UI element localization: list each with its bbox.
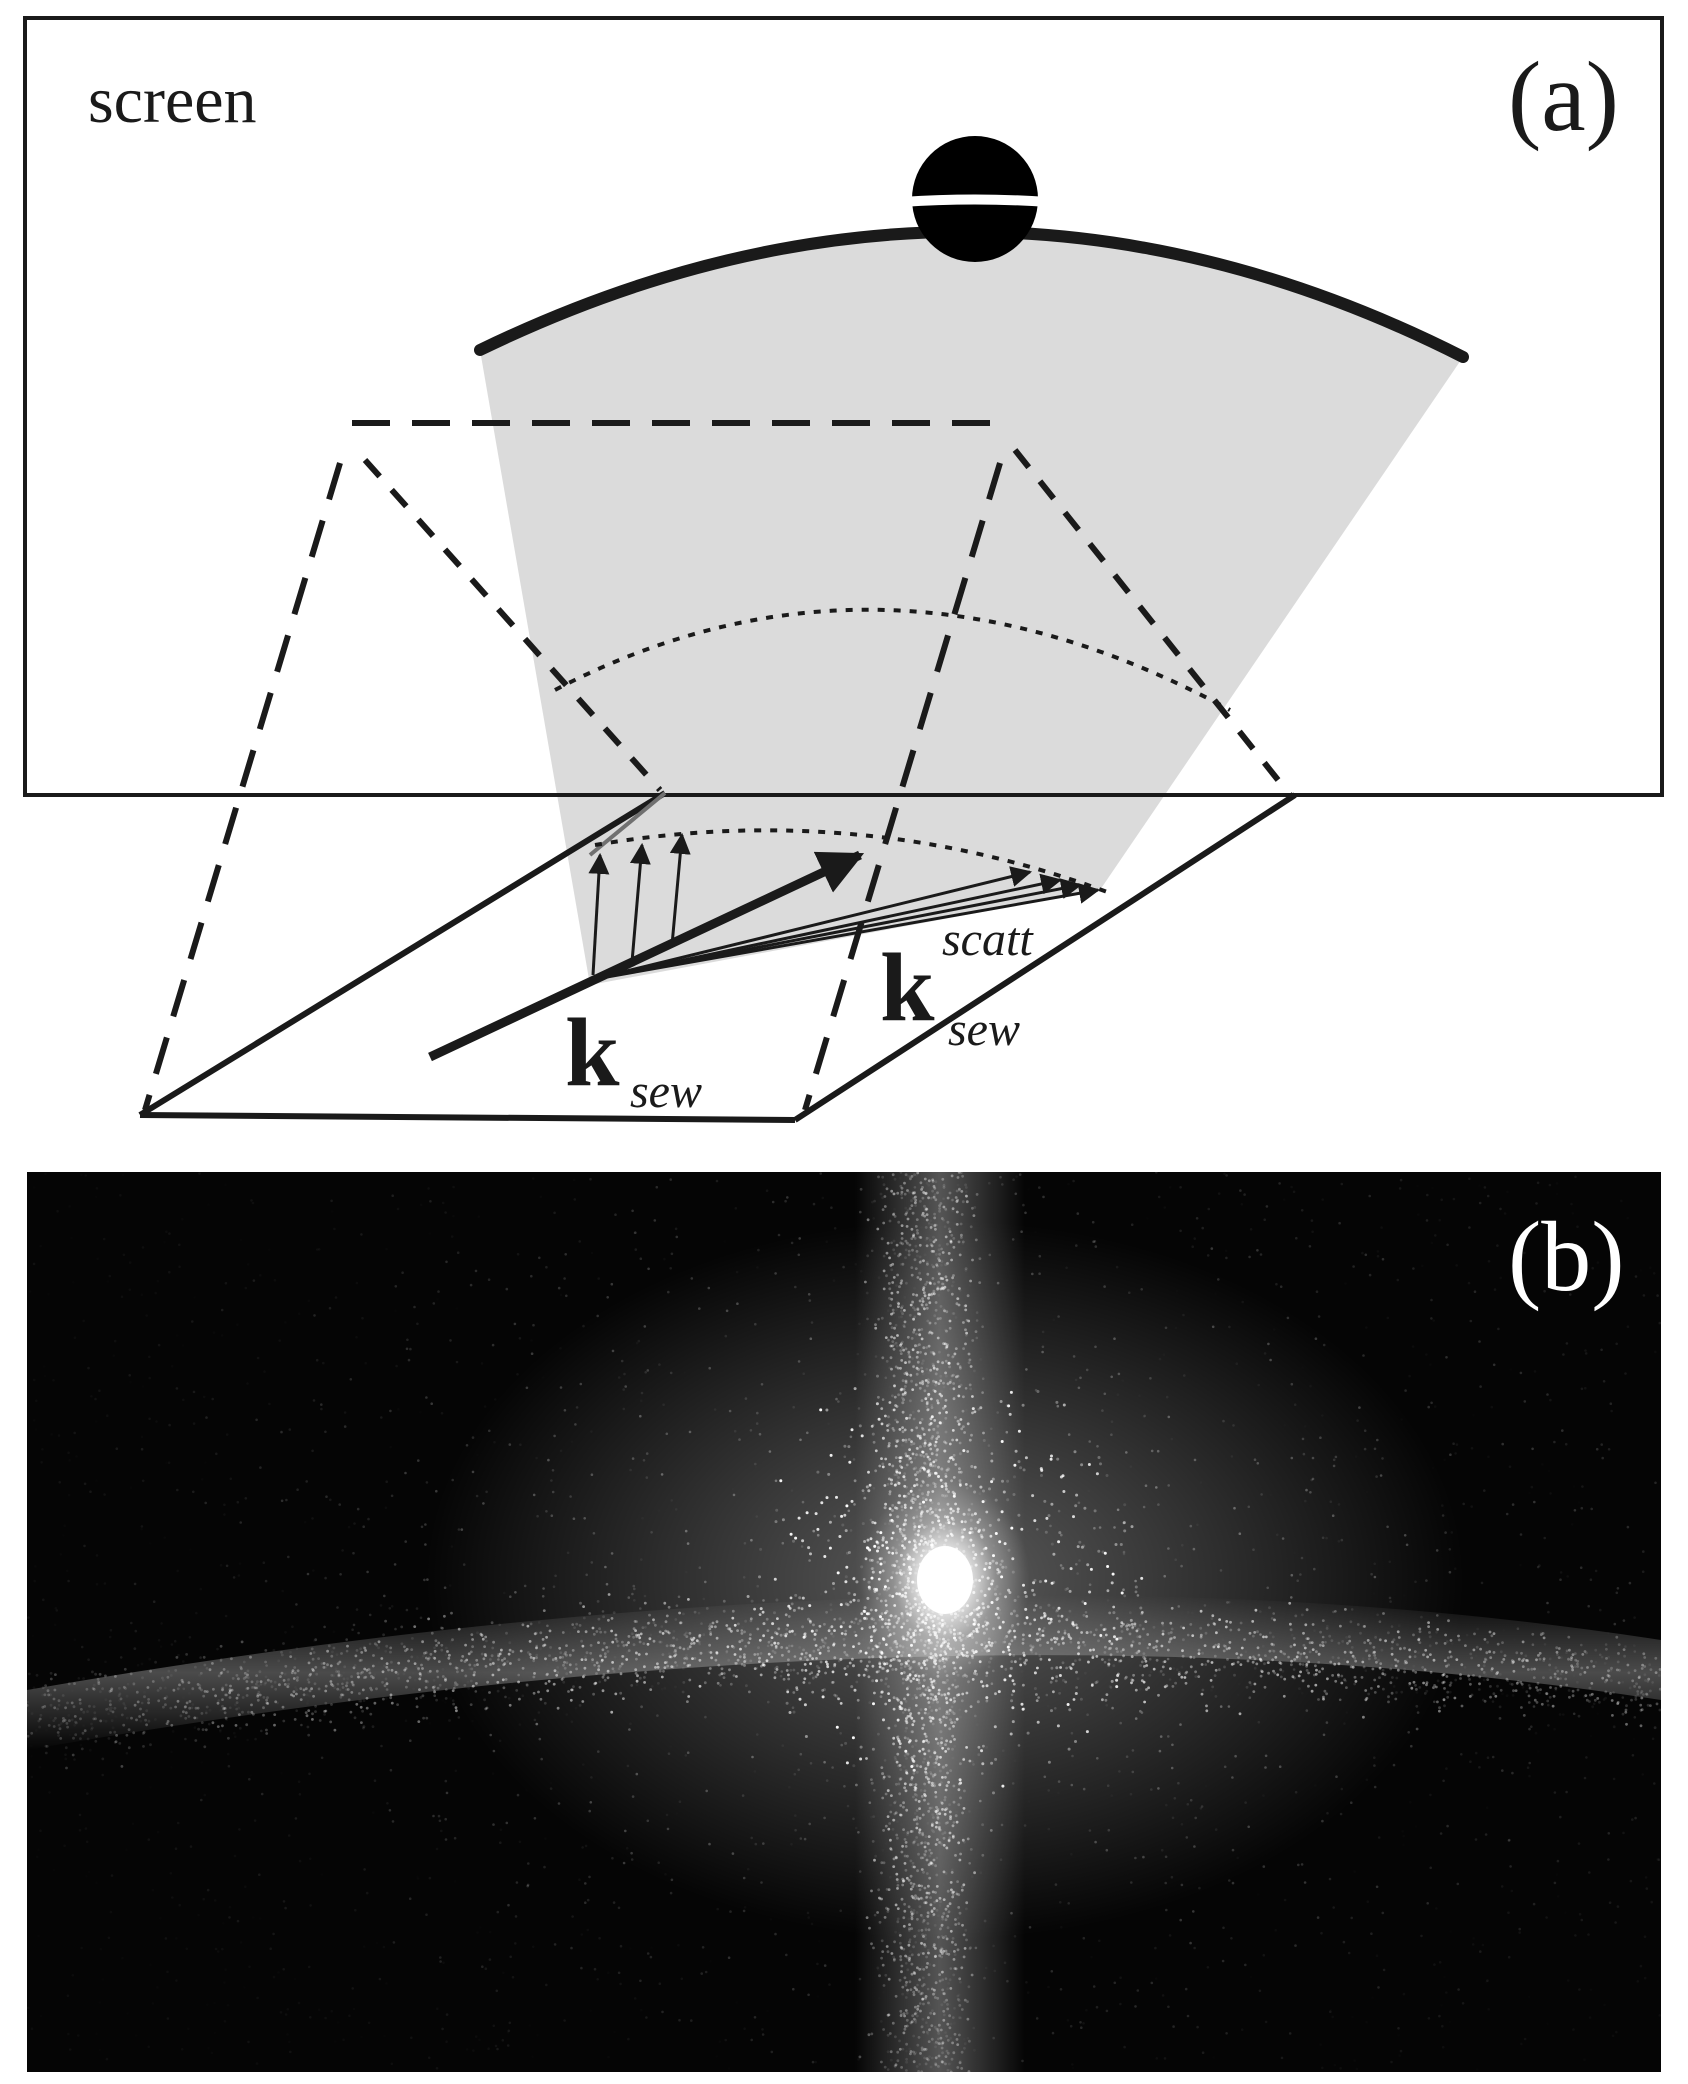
scattered-vectors [589, 866, 1101, 982]
dashed-inner-lines [362, 448, 1293, 797]
dotted-arc-plane [594, 828, 1111, 895]
svg-text:sew: sew [630, 1065, 702, 1118]
svg-text:scatt: scatt [942, 913, 1034, 966]
screen-label: screen [88, 64, 257, 137]
dotted-arc-screen [554, 607, 1231, 712]
panel-b-label: (b) [1508, 1201, 1625, 1312]
svg-text:k: k [880, 934, 935, 1042]
panel-a-label: (a) [1508, 41, 1619, 152]
panel-b: (b) [27, 1172, 1661, 2072]
sample-plane [138, 790, 1297, 1123]
incident-vector [428, 850, 865, 1062]
beam-stop [902, 136, 1048, 262]
svg-text:sew: sew [948, 1003, 1020, 1056]
k-scatt-label: k scatt sew [880, 913, 1034, 1056]
k-sew-label: k sew [565, 999, 702, 1118]
horizontal-streak [27, 1595, 1661, 1750]
diffraction-pattern [27, 1172, 1661, 2072]
panel-a: screen (a) k sew k scatt sew [23, 16, 1664, 1123]
svg-text:k: k [565, 999, 620, 1107]
vertical-arrows [588, 832, 691, 976]
dashed-frame [142, 420, 1010, 1111]
